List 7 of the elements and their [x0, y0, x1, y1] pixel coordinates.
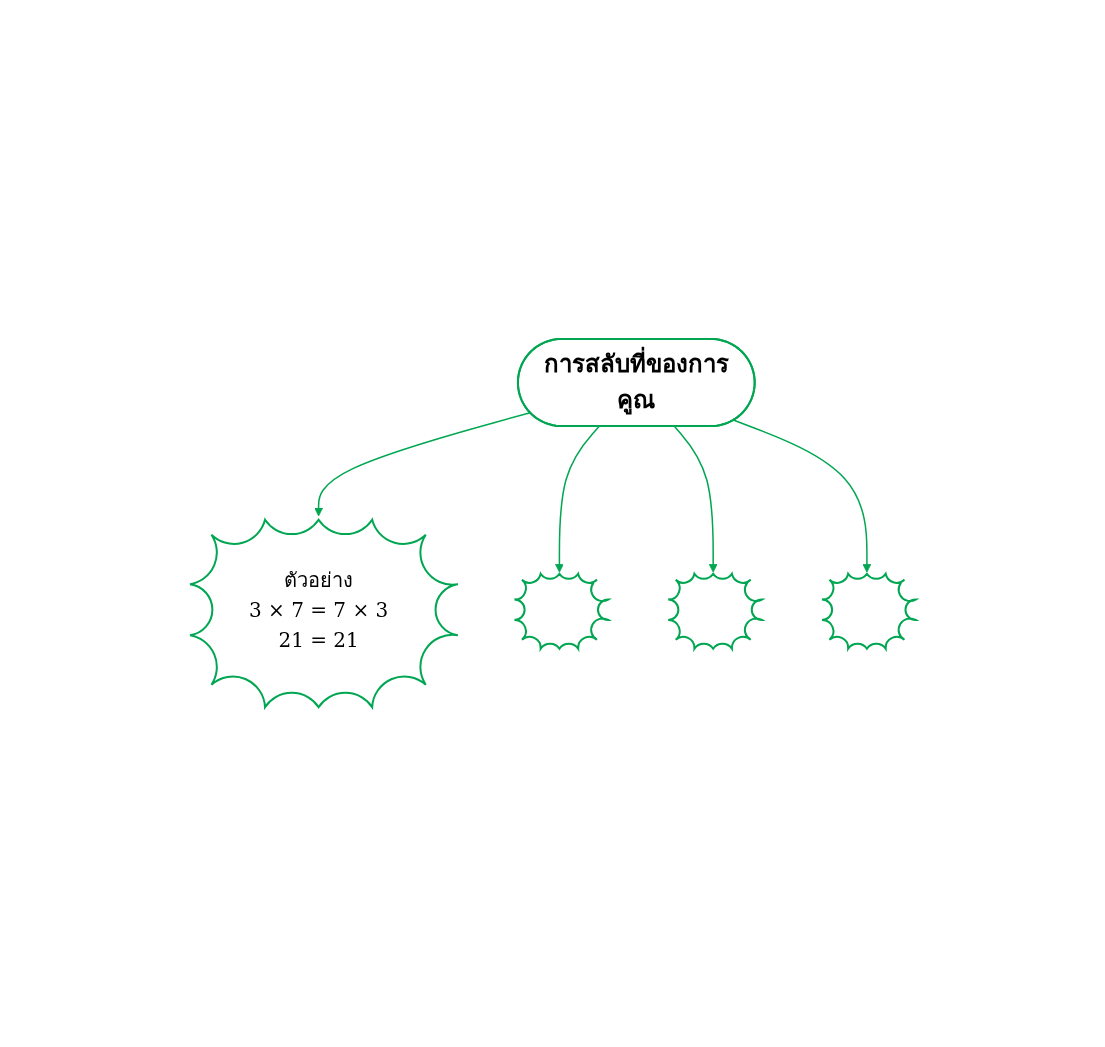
arrow [732, 419, 871, 573]
node-burst [820, 573, 917, 651]
arrow [673, 426, 718, 573]
arrow [313, 412, 531, 517]
node-burst [513, 573, 609, 651]
node-burst [666, 573, 763, 651]
arrow [554, 426, 600, 573]
